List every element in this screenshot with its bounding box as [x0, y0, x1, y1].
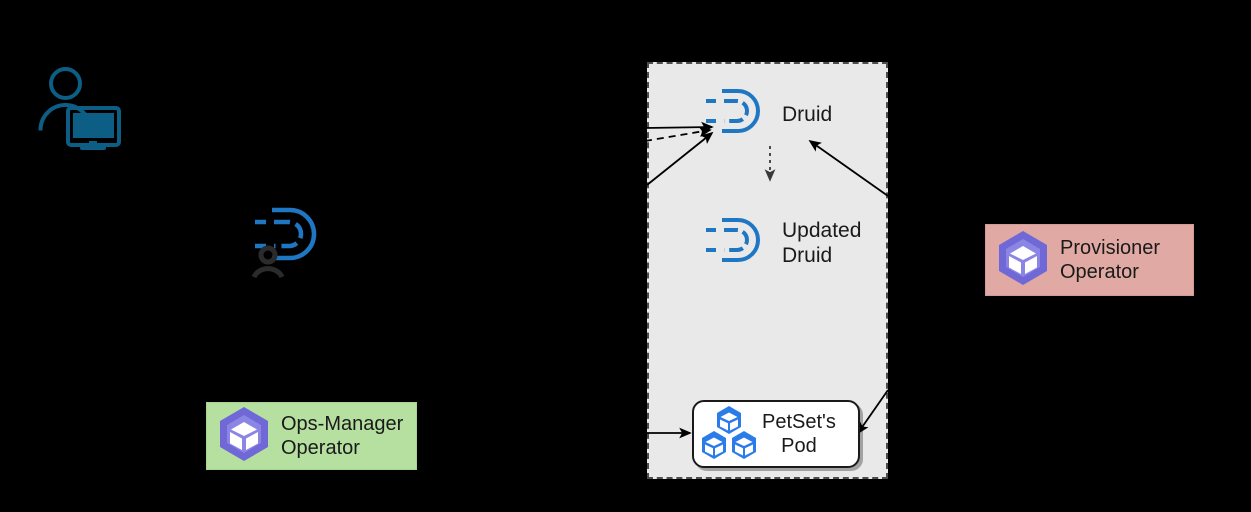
updated-druid-node: Updated Druid — [700, 207, 875, 279]
druid-magnet-with-user-icon — [246, 201, 326, 281]
ops-manager-operator-card[interactable]: Ops-Manager Operator — [206, 402, 417, 470]
operator-hexagon-icon — [215, 405, 273, 468]
petset-pod-card[interactable]: PetSet's Pod — [692, 400, 860, 468]
petset-pod-label: PetSet's Pod — [762, 411, 836, 457]
druid-label: Druid — [782, 102, 833, 126]
provisioner-operator-card[interactable]: Provisioner Operator — [985, 224, 1194, 296]
updated-druid-label: Updated Druid — [782, 219, 862, 267]
druid-magnet-icon — [700, 215, 772, 272]
kubernetes-pods-icon — [700, 405, 758, 464]
druid-magnet-icon — [700, 86, 772, 143]
druid-node: Druid — [700, 88, 880, 140]
operator-hexagon-icon — [994, 229, 1052, 292]
user-at-computer-icon — [37, 67, 122, 151]
ops-manager-operator-label: Ops-Manager Operator — [281, 413, 404, 459]
provisioner-operator-label: Provisioner Operator — [1060, 237, 1161, 283]
